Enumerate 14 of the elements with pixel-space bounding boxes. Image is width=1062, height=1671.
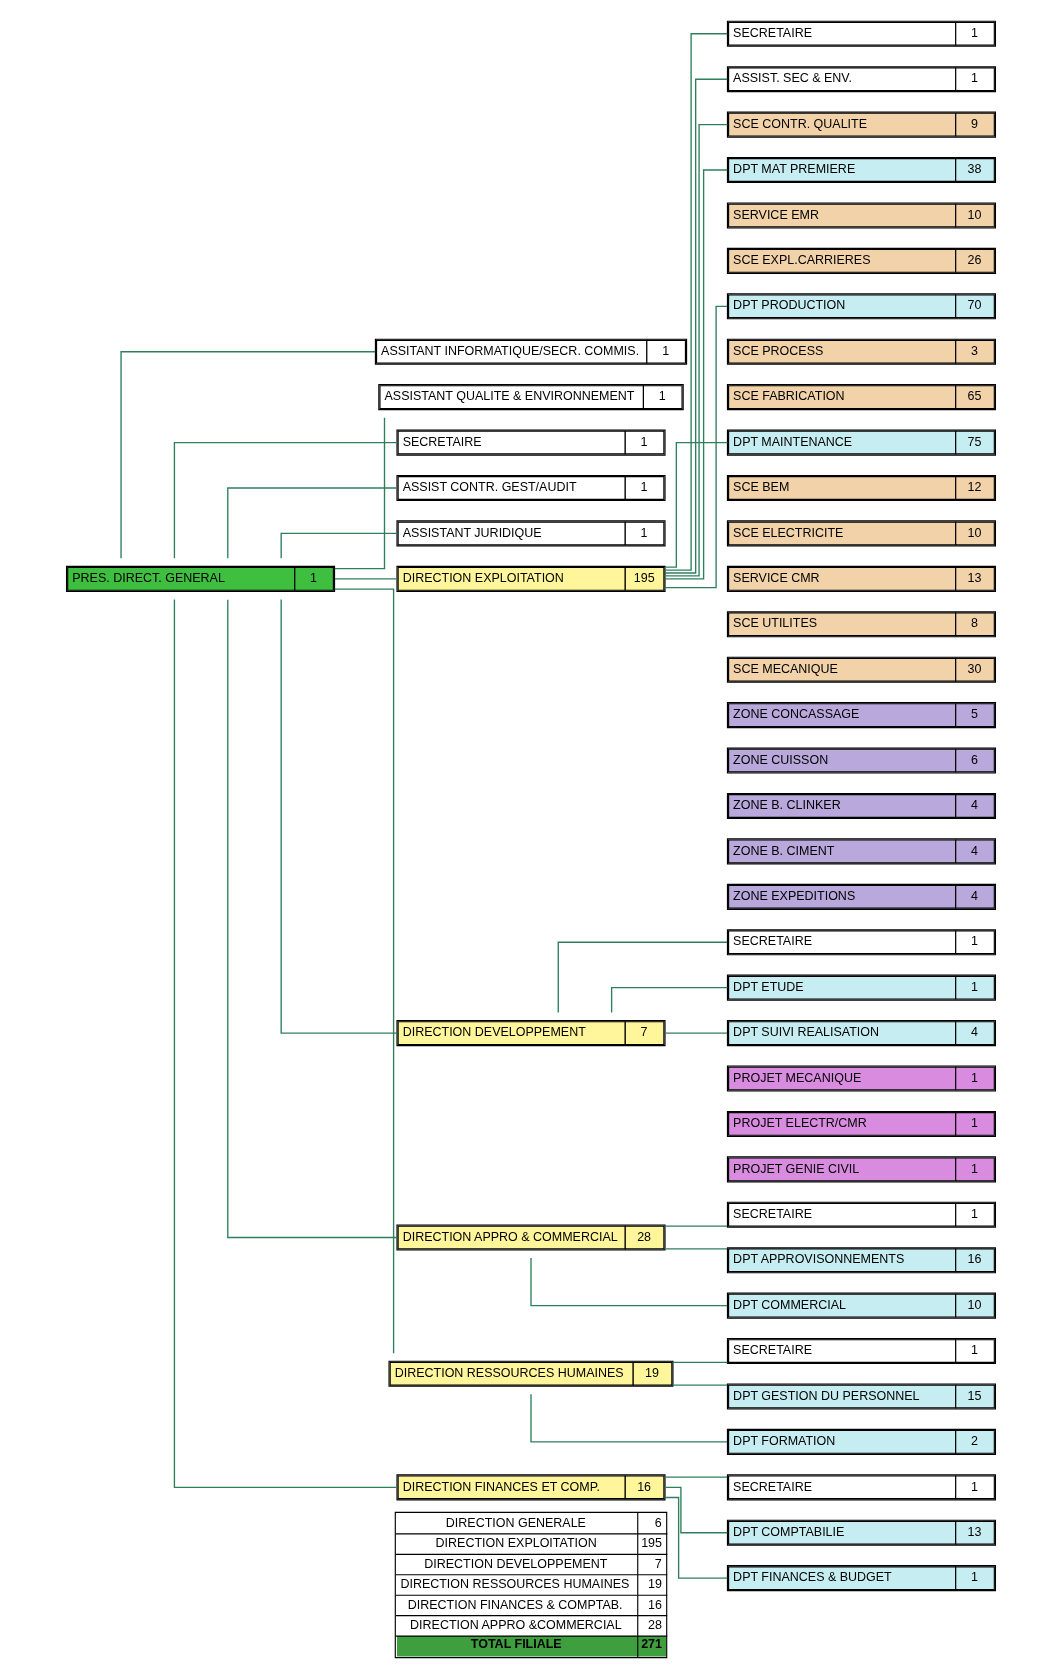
label: 7: [654, 1556, 662, 1571]
label: TOTAL FILIALE: [470, 1637, 562, 1652]
label: 28: [647, 1618, 662, 1633]
label: DIRECTION EXPLOITATION: [435, 1536, 597, 1551]
label: 6: [654, 1515, 662, 1530]
label: DIRECTION FINANCES & COMPTAB.: [407, 1597, 623, 1612]
label: DIRECTION DEVELOPPEMENT: [424, 1556, 608, 1571]
label: DIRECTION GENERALE: [445, 1515, 586, 1530]
label: 195: [641, 1536, 662, 1551]
label: DIRECTION APPRO &COMMERCIAL: [410, 1618, 622, 1633]
label: DIRECTION RESSOURCES HUMAINES: [400, 1577, 630, 1592]
label: 271: [641, 1637, 662, 1652]
label: 19: [647, 1577, 662, 1592]
label: 16: [647, 1597, 662, 1612]
